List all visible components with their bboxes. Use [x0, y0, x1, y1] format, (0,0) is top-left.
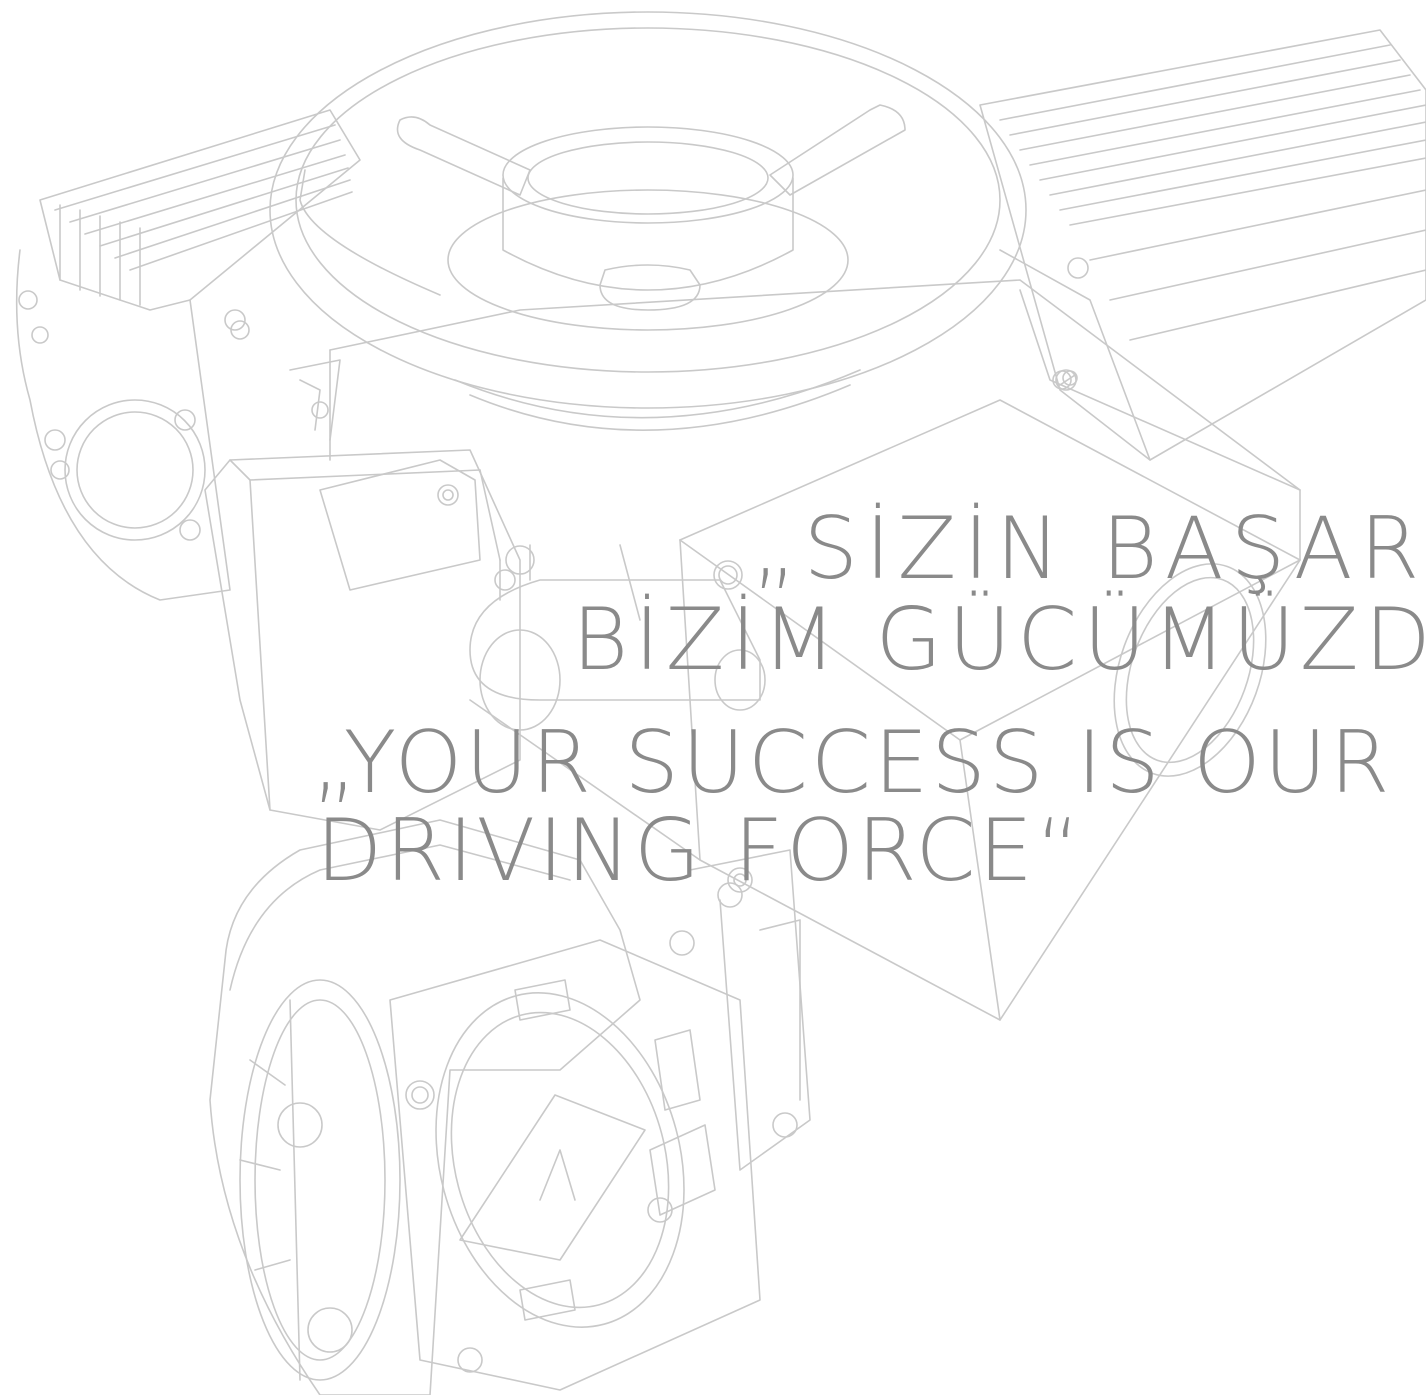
- gearbox-body: [330, 280, 1300, 1020]
- left-motor-housing: [17, 110, 360, 600]
- handwheel: [270, 12, 1026, 430]
- indicator-housing: [210, 820, 810, 1395]
- turkish-slogan-line-1: „SİZİN BAŞARINIZ: [752, 499, 1426, 599]
- control-box: [205, 321, 520, 830]
- bolts: [495, 371, 1077, 892]
- motor-housing: [980, 30, 1426, 460]
- english-slogan-line-2: DRIVING FORCE“: [316, 801, 1084, 901]
- shaft-coupling: [470, 545, 765, 730]
- english-slogan-line-1: „YOUR SUCCESS IS OUR: [312, 713, 1393, 813]
- turkish-slogan-line-2: BİZİM GÜCÜMÜZDÜR“: [572, 590, 1426, 690]
